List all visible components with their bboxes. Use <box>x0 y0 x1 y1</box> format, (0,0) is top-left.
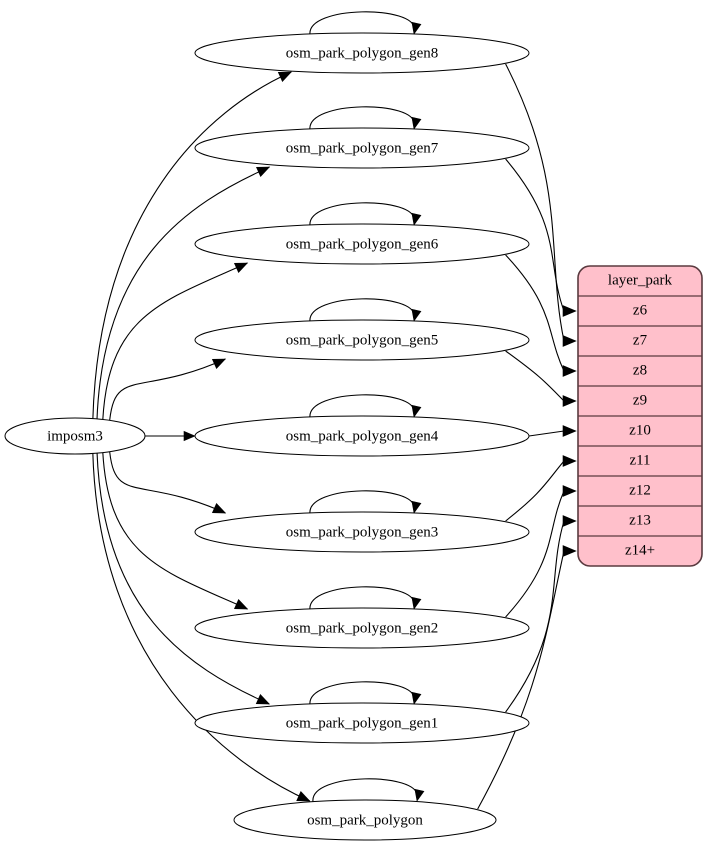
edge-gen5-row3 <box>505 350 565 402</box>
node-base-shape[interactable] <box>233 799 497 841</box>
self-loop-gen5 <box>309 298 415 323</box>
node-gen8-label: osm_park_polygon_gen8 <box>286 45 438 61</box>
table-row-z12[interactable]: z12 <box>629 482 651 498</box>
node-gen1-shape[interactable] <box>194 702 530 744</box>
self-loop-gen1 <box>309 681 415 706</box>
table-row-z8[interactable]: z8 <box>633 362 647 378</box>
edge-gen6-row2 <box>505 254 565 372</box>
edge-gen8-row1 <box>505 63 565 342</box>
table-header-label: layer_park <box>608 272 673 288</box>
edge-imposm3-gen3 <box>109 451 226 514</box>
edge-imposm3-base <box>92 451 310 802</box>
edge-gen4-row4 <box>528 430 565 437</box>
node-imposm3-label: imposm3 <box>47 428 103 444</box>
edge-gen2-row6 <box>505 490 565 618</box>
self-loop-gen3 <box>309 490 415 515</box>
node-gen1-label: osm_park_polygon_gen1 <box>286 715 438 731</box>
layer-park-table: layer_park z6 z7 z8 z9 z10 z11 z12 z13 z14+ <box>577 265 703 567</box>
self-loop-gen7 <box>309 106 415 131</box>
self-loop-gen6 <box>309 202 415 227</box>
edge-imposm3-gen1 <box>96 451 270 705</box>
node-gen4-label: osm_park_polygon_gen4 <box>286 428 439 444</box>
layer-edge-group <box>477 63 577 810</box>
edge-imposm3-gen2 <box>102 451 248 610</box>
node-gen6-label: osm_park_polygon_gen6 <box>286 236 439 252</box>
table-row-z10[interactable]: z10 <box>629 422 651 438</box>
node-gen8-shape[interactable] <box>194 32 530 74</box>
node-gen3-shape[interactable] <box>194 511 530 553</box>
node-imposm3-shape[interactable] <box>4 417 146 455</box>
node-gen4-shape[interactable] <box>194 415 530 457</box>
self-loop-gen8 <box>309 11 415 36</box>
node-gen7-shape[interactable] <box>194 127 530 169</box>
edge-base-row8 <box>477 550 565 810</box>
node-group: imposm3 osm_park_polygon_gen8 osm_park_pol… <box>4 32 530 841</box>
node-gen7-label: osm_park_polygon_gen7 <box>286 140 439 156</box>
source-edge-group <box>92 71 311 802</box>
edge-imposm3-gen7 <box>96 166 270 421</box>
edge-imposm3-gen8 <box>92 71 292 421</box>
table-row-z6[interactable]: z6 <box>633 302 648 318</box>
edge-gen1-row7 <box>505 520 565 713</box>
node-gen2-label: osm_park_polygon_gen2 <box>286 620 438 636</box>
table-row-z9[interactable]: z9 <box>633 392 647 408</box>
self-loop-gen2 <box>309 586 415 611</box>
self-loop-gen4 <box>309 394 415 419</box>
node-gen3-label: osm_park_polygon_gen3 <box>286 524 438 540</box>
node-gen5-shape[interactable] <box>194 319 530 361</box>
self-loop-group <box>309 11 425 803</box>
edge-gen7-row0 <box>505 158 565 312</box>
table-row-z11[interactable]: z11 <box>629 452 650 468</box>
node-gen2-shape[interactable] <box>194 607 530 649</box>
edge-imposm3-gen6 <box>102 262 248 421</box>
node-gen6-shape[interactable] <box>194 223 530 265</box>
edge-gen3-row5 <box>505 460 565 522</box>
self-loop-base <box>312 778 418 803</box>
table-row-z14plus[interactable]: z14+ <box>625 542 655 558</box>
table-row-z13[interactable]: z13 <box>629 512 651 528</box>
node-base-label: osm_park_polygon <box>307 812 423 828</box>
node-gen5-label: osm_park_polygon_gen5 <box>286 332 438 348</box>
table-row-z7[interactable]: z7 <box>633 332 648 348</box>
edge-imposm3-gen5 <box>109 358 226 421</box>
